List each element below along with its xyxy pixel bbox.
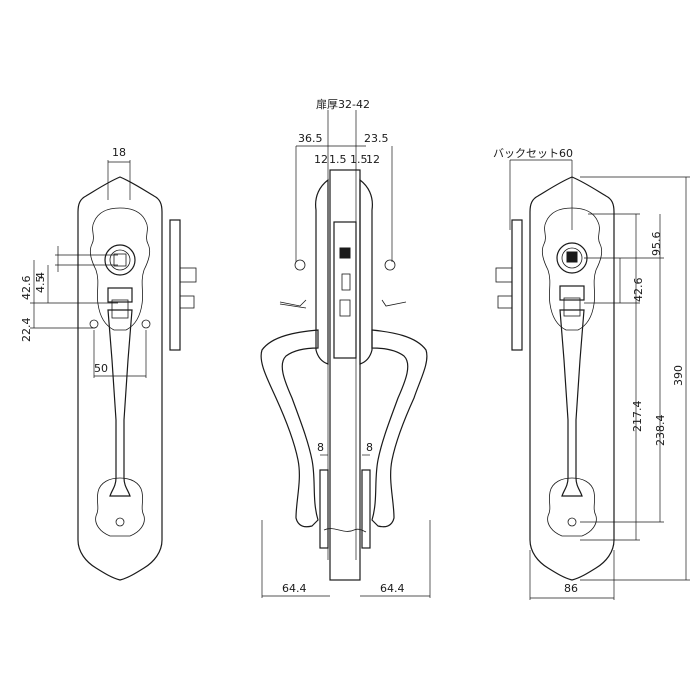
middle-right-rose — [359, 178, 373, 365]
right-deadbolt — [497, 295, 513, 309]
left-front-view: 18 4 4.5 42.6 22.4 50 — [20, 146, 197, 581]
door-thickness-label: 扉厚32-42 — [316, 98, 370, 111]
dim-23-5-label: 23.5 — [364, 132, 389, 145]
middle-left-lever — [279, 299, 307, 307]
dim-18-label: 18 — [112, 146, 126, 159]
dim-64-4-left-label: 64.4 — [282, 582, 307, 595]
door-slab — [329, 169, 361, 581]
dim-42-6-left-label: 42.6 — [20, 276, 33, 301]
middle-bottom-pin-left — [319, 469, 329, 549]
right-cylinder-inner — [561, 247, 583, 269]
right-screw-bottom — [567, 517, 577, 527]
dim-86-label: 86 — [564, 582, 578, 595]
middle-knob-left — [294, 259, 306, 271]
right-grip-handle — [559, 309, 585, 497]
right-keyway — [566, 251, 578, 263]
middle-side-view: 扉厚32-42 36.5 23.5 12 1.5 1.5 12 — [260, 98, 431, 598]
lock-case — [333, 221, 357, 359]
dim-8-right-label: 8 — [366, 441, 373, 454]
dim-217-4-label: 217.4 — [631, 401, 644, 433]
left-faceplate — [169, 219, 181, 351]
dim-50-label: 50 — [94, 362, 108, 375]
right-latch — [495, 267, 513, 283]
left-screw-1 — [89, 319, 99, 329]
left-lower-rosette — [95, 477, 145, 537]
dim-390-label: 390 — [672, 365, 685, 386]
middle-left-rose — [315, 178, 329, 365]
lock-slot — [341, 273, 351, 291]
left-cylinder-inner — [109, 249, 131, 271]
dim-1-5-left-label: 1.5 — [329, 153, 347, 166]
middle-right-grip — [371, 329, 428, 528]
left-screw-2 — [141, 319, 151, 329]
middle-knob-right — [384, 259, 396, 271]
dim-36-5-label: 36.5 — [298, 132, 323, 145]
dim-238-4-label: 238.4 — [654, 415, 667, 447]
left-latch — [179, 267, 197, 283]
right-lower-rosette — [547, 477, 597, 537]
left-thumb-base — [111, 299, 129, 319]
left-screw-bottom — [115, 517, 125, 527]
middle-bottom-pin-right — [361, 469, 371, 549]
left-upper-rosette — [89, 207, 151, 331]
dim-12-left-label: 12 — [314, 153, 328, 166]
lock-cam — [339, 247, 351, 259]
right-thumb-base — [563, 297, 581, 317]
dim-4-label: 4 — [34, 272, 47, 279]
middle-right-lever — [381, 299, 407, 307]
left-grip-handle — [107, 309, 133, 497]
left-deadbolt — [179, 295, 195, 309]
right-upper-rosette — [541, 207, 603, 331]
dim-22-4-label: 22.4 — [20, 318, 33, 343]
dim-64-4-right-label: 64.4 — [380, 582, 405, 595]
backset-label: バックセット60 — [493, 147, 573, 160]
dim-4-5-label: 4.5 — [34, 276, 47, 294]
right-thumb-piece — [559, 285, 585, 301]
dim-8-left-label: 8 — [317, 441, 324, 454]
middle-left-grip — [260, 329, 319, 528]
dim-95-6-label: 95.6 — [650, 232, 663, 257]
left-thumb-piece — [107, 287, 133, 303]
right-back-view: バックセット60 95.6 42.6 217.4 238.4 390 — [493, 147, 690, 600]
left-cylinder — [104, 244, 136, 276]
right-escutcheon-plate — [529, 176, 615, 581]
right-faceplate — [511, 219, 523, 351]
left-escutcheon-plate — [77, 176, 163, 581]
left-keyway — [113, 253, 127, 267]
dim-42-6-right-label: 42.6 — [632, 278, 645, 303]
dim-1-5-right-label: 1.5 — [350, 153, 368, 166]
dim-12-right-label: 12 — [366, 153, 380, 166]
through-bolt — [323, 528, 367, 533]
lock-latch-window — [339, 299, 351, 317]
